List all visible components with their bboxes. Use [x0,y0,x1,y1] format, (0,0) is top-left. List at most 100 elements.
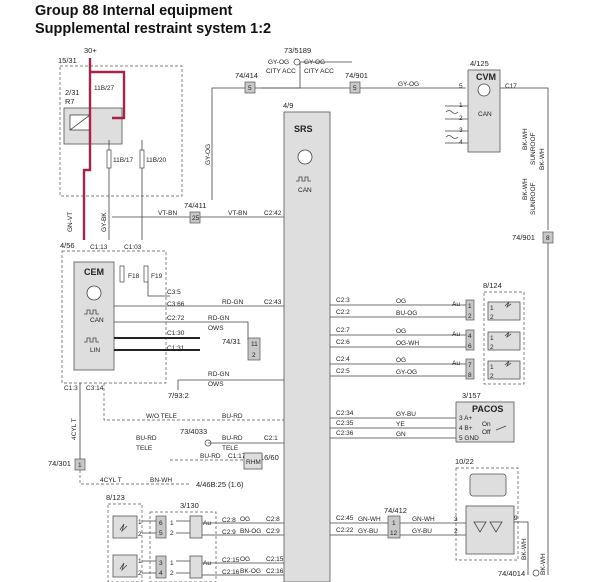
pin-c2-34: C2:34 [336,410,354,417]
wire-wo-tele: W/O TELE [146,413,178,420]
wire-bu-og: BU-OG [396,310,417,317]
pin-c3-66: C3:66 [167,301,185,308]
ref-4-125: 4/125 [470,59,489,68]
pin-c1-17: C1:17 [228,453,246,460]
wire-city-acc-a: CITY ACC [266,68,296,75]
svg-text:1: 1 [138,558,142,565]
wire-ows-a: OWS [208,325,224,332]
fuse-11b17-label: 11B/17 [113,157,134,164]
fuse-f18-icon [119,265,125,283]
cem-lin-label: LIN [90,347,100,354]
svg-text:5: 5 [459,83,463,90]
svg-text:1: 1 [392,520,396,527]
srs-label: SRS [294,124,313,134]
cem-outline [61,250,167,384]
wire-4cyl-t-b: 4CYL T [100,477,122,484]
wire-bu-rd-d: BU-RD [200,453,221,460]
clockspring-b [189,555,203,579]
wire-tele-a: TELE [136,445,153,452]
svg-text:3: 3 [159,560,163,567]
pacos-on: On [482,421,491,428]
srs-module-box [283,111,331,582]
pin-c2-6: C2:6 [336,339,350,346]
ref-7-93-2: 7/93:2 [168,391,189,400]
ref-74-301: 74/301 [48,459,71,468]
red-cem-wire [82,150,92,240]
wire-gy-og-vertical: GY-OG [205,144,212,165]
svg-text:2: 2 [252,352,256,359]
ref-r7: R7 [65,97,75,106]
ref-3-157: 3/157 [462,391,481,400]
pacos-switch-icon [495,425,507,431]
wire-vt-bn-b: VT-BN [228,210,247,217]
squib-8123-b [112,554,138,578]
srs-ground-icon [297,149,313,165]
pacos-off: Off [482,429,491,436]
ref-8-123: 8/123 [106,493,125,502]
wire-gy-og-b: GY-OG [304,59,325,66]
pin-c2-15-b: C2:15 [266,556,284,563]
wire-ows-b: OWS [208,381,224,388]
svg-text:2: 2 [459,115,463,122]
ref-73-5189: 73/5189 [284,46,311,55]
svg-text:6: 6 [159,520,163,527]
ref-74-414: 74/414 [235,71,258,80]
fuse-f18-label: F18 [128,273,140,280]
svg-text:2: 2 [138,570,142,577]
pin-c1-31: C1:31 [167,345,185,352]
pin-c3-14: C3:14 [86,385,104,392]
wire-bk-wh-e: BK-WH [540,553,547,575]
squib-icon-2 [504,331,512,339]
svg-text:11: 11 [251,341,258,348]
wire-bn-og: BN-OG [240,528,261,535]
ref-74-901-right: 74/901 [512,233,535,242]
svg-text:5: 5 [353,85,357,92]
svg-text:2: 2 [454,528,458,535]
pin-c2-43: C2:43 [264,299,282,306]
cvm-ground-icon [477,83,491,97]
svg-text:8: 8 [468,372,472,379]
squib-group-8-123 [107,503,143,582]
pin-c2-2: C2:2 [336,309,350,316]
svg-text:2: 2 [490,373,494,380]
wire-bu-rd-c: BU-RD [222,435,243,442]
pin-c1-30: C1:30 [167,330,185,337]
led-icons [473,521,503,533]
pin-c2-35: C2:35 [336,420,354,427]
pin-c1-13: C1:13 [90,244,108,251]
wire-gy-og-a: GY-OG [268,59,289,66]
page-subtitle: Supplemental restraint system 1:2 [35,21,272,37]
pacos-box [455,401,515,443]
connector-74-31 [247,337,261,361]
pin-c2-9-b: C2:9 [266,528,280,535]
fuse-11b20-icon [139,149,145,169]
wire-4cyl-t-a: 4CYL T [71,418,78,440]
pin-c2-8: C2:8 [222,517,236,524]
pin-c2-1: C2:1 [264,435,278,442]
ref-4-9: 4/9 [283,101,293,110]
srs-can-label: CAN [298,187,312,194]
ref-4-56: 4/56 [60,241,75,250]
pin-c2-3: C2:3 [336,297,350,304]
wire-bk-wh-c: BK-WH [522,178,529,200]
connector-74-412 [387,515,401,539]
pin-c2-4: C2:4 [336,356,350,363]
wire-city-acc-b: CITY ACC [304,68,334,75]
pacos-gnd: GND [464,435,479,442]
pin-c2-5: C2:5 [336,368,350,375]
svg-text:5: 5 [159,530,163,537]
wire-gy-bu-c: GY-BU [412,528,432,535]
ref-16-60: 16/60 [260,453,279,462]
squib-row-2: C2:7 C2:6 OG OG-WH Au 46 12 [330,327,521,351]
svg-text:1: 1 [490,335,494,342]
svg-text:12: 12 [390,530,398,537]
ref-74-411: 74/411 [184,201,206,210]
squib-row-1: C2:3 C2:2 OG BU-OG Au 12 12 [330,297,521,321]
red-feed-wire [90,70,126,120]
ref-4-46b: 4/46B:25 (1.6) [196,480,244,489]
fuse-f19-label: F19 [151,273,163,280]
pacos-b-plus: B+ [464,425,472,432]
wire-bk-wh-a: BK-WH [522,128,529,150]
svg-text:1: 1 [170,560,174,567]
svg-text:2: 2 [490,314,494,321]
